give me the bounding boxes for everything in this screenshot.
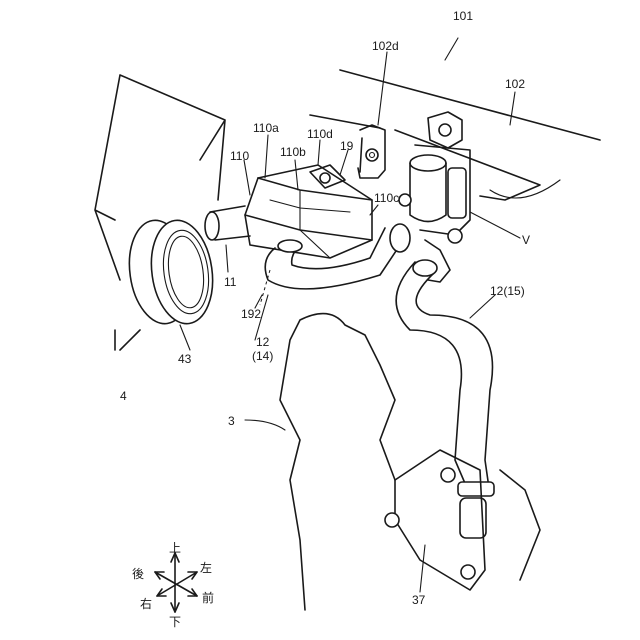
label-110b: 110b: [280, 145, 306, 159]
label-102: 102: [505, 77, 525, 91]
compass-up: 上: [169, 541, 181, 555]
label-12-15: 12(15): [490, 284, 525, 298]
hose-11: [205, 206, 250, 240]
hose-12-15: [396, 260, 494, 538]
label-4: 4: [120, 389, 127, 403]
canister-110: [245, 165, 372, 305]
label-37: 37: [412, 593, 426, 607]
label-19: 19: [340, 139, 354, 153]
direction-compass: 上 下 左 右 前 後: [132, 541, 214, 629]
label-102d: 102d: [372, 39, 399, 53]
label-14: (14): [252, 349, 273, 363]
label-V: V: [522, 233, 530, 247]
compass-left: 左: [200, 560, 212, 575]
bracket-102d: [358, 125, 385, 178]
compass-front: 前: [202, 590, 214, 605]
label-110a: 110a: [253, 121, 279, 135]
label-101: 101: [453, 9, 473, 23]
label-3: 3: [228, 414, 235, 428]
label-12: 12: [256, 335, 270, 349]
label-43: 43: [178, 352, 192, 366]
compass-back: 後: [132, 567, 144, 581]
compass-right: 右: [140, 596, 152, 611]
compass-down: 下: [169, 615, 181, 629]
label-110c: 110c: [374, 191, 399, 205]
label-110: 110: [230, 149, 249, 163]
label-11: 11: [224, 275, 237, 289]
ring-43: [123, 216, 219, 327]
hose-12-left: [265, 224, 410, 289]
label-110d: 110d: [307, 127, 333, 141]
label-192: 192: [241, 307, 261, 321]
engine-3: [280, 314, 540, 610]
